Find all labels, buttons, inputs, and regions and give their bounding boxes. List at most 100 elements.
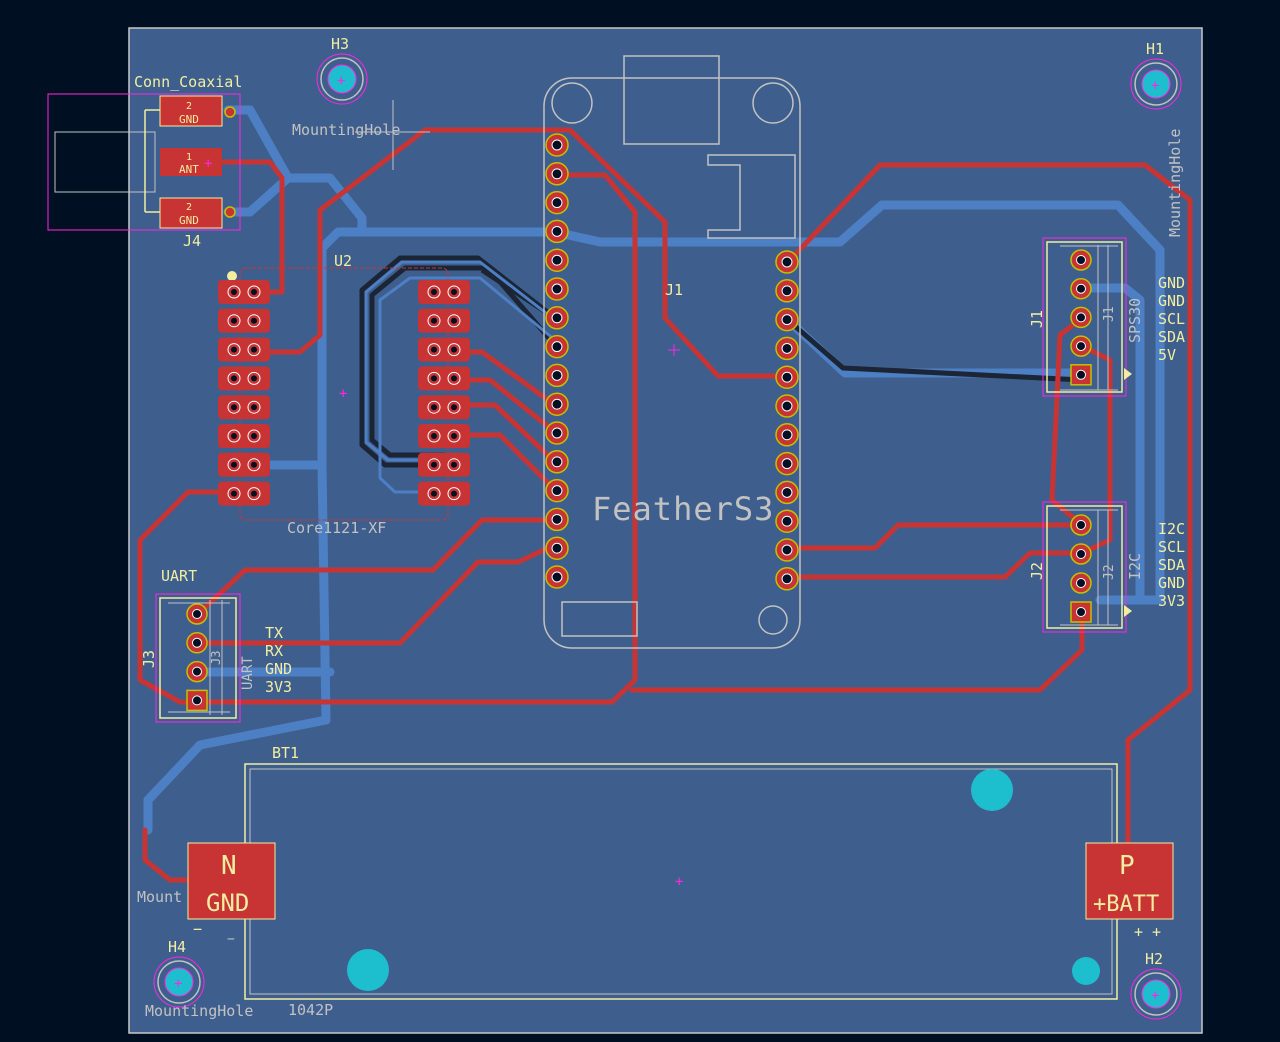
feather-left-pin[interactable] <box>545 219 569 244</box>
trace-scl <box>785 522 1085 551</box>
feather-left-pin[interactable] <box>545 306 569 330</box>
sps30-pin[interactable] <box>1070 306 1092 329</box>
mounting-hole-h1[interactable]: + H1 MountingHole <box>1130 40 1184 237</box>
u2-pad-left[interactable] <box>218 366 270 391</box>
feather-right-pin[interactable] <box>775 307 799 332</box>
feather-left-pin[interactable] <box>545 478 569 503</box>
feather-left-pin[interactable] <box>545 450 569 474</box>
uart-silk-body <box>159 597 237 719</box>
u2-pad-left[interactable] <box>218 308 270 333</box>
mounting-hole-h2[interactable]: + H2 <box>1130 950 1182 1020</box>
u2-pad-right[interactable] <box>418 280 470 304</box>
feather-left-pin[interactable] <box>545 334 569 359</box>
i2c-pin[interactable] <box>1070 514 1092 536</box>
feather-right-pin[interactable] <box>775 394 799 418</box>
trace-gnd-sps30-2 <box>1077 283 1145 605</box>
feather-left-pin[interactable] <box>545 421 569 445</box>
u2-pad-left[interactable] <box>218 280 270 304</box>
feather-left-pin[interactable] <box>545 248 569 272</box>
feather-left-pin[interactable] <box>545 363 569 388</box>
bt1-ref: BT1 <box>272 744 299 762</box>
uart-pin[interactable] <box>186 689 208 712</box>
bt1-hole-top-right <box>971 769 1013 811</box>
feather-right-pin[interactable] <box>775 538 799 562</box>
feather-right-pin[interactable] <box>775 567 799 591</box>
feather-left-pin[interactable] <box>545 133 569 157</box>
h4-plus-icon: + <box>174 976 182 992</box>
u2-pad-right[interactable] <box>418 337 470 362</box>
feather-left-pin[interactable] <box>545 277 569 301</box>
sps30-connector-j1[interactable]: J1 SPS30 J1 GND GND SCL SDA 5V <box>1028 237 1185 397</box>
mounting-hole-h3[interactable]: + H3 MountingHole <box>292 35 400 139</box>
j4-pad-gnd-top[interactable]: 2 GND <box>159 95 223 127</box>
u2-pad-right[interactable] <box>418 452 470 477</box>
sps30-pin[interactable] <box>1070 277 1092 300</box>
i2c-pin-label-5: 3V3 <box>1158 592 1185 610</box>
feather-right-pin[interactable] <box>775 451 799 476</box>
feather-right-pin[interactable] <box>775 509 799 533</box>
bt1-neg-pad[interactable]: N GND <box>187 842 276 920</box>
uart-pin[interactable] <box>186 660 208 683</box>
uart-pin[interactable] <box>186 632 208 654</box>
bt1-pos-pad[interactable]: P +BATT <box>1085 842 1174 920</box>
mounting-hole-h4[interactable]: + H4 MountingHole <box>145 938 253 1020</box>
feather-right-pin[interactable] <box>775 480 799 505</box>
u2-pad-right[interactable] <box>418 424 470 448</box>
feather-left-pin[interactable] <box>545 190 569 215</box>
i2c-pin-label-4: GND <box>1158 574 1185 592</box>
sps30-pin-label-4: SDA <box>1158 328 1185 346</box>
u2-pad-right[interactable] <box>418 366 470 391</box>
u2-pad-left[interactable] <box>218 481 270 506</box>
u2-pad-left[interactable] <box>218 452 270 477</box>
i2c-pin[interactable] <box>1070 543 1092 565</box>
feather-right-pin[interactable] <box>775 365 799 389</box>
feather-right-pin[interactable] <box>775 250 799 274</box>
uart-connector-j3[interactable]: UART J3 UART J3 TX RX GND 3V3 <box>140 567 292 723</box>
trace-vcc <box>137 172 638 705</box>
bt1-hole-bottom-left <box>347 949 389 991</box>
bt1-neg-mark: − <box>193 920 202 938</box>
u2-pad-left[interactable] <box>218 395 270 420</box>
feather-left-pin[interactable] <box>545 507 569 532</box>
u2-right-pads <box>418 280 470 506</box>
trace-gnd-vert <box>317 460 331 725</box>
uart-pin-label-1: TX <box>265 624 283 642</box>
feather-left-pin[interactable] <box>545 536 569 560</box>
feather-right-pin[interactable] <box>775 336 799 361</box>
u2-pad-right[interactable] <box>418 308 470 333</box>
sps30-pin[interactable] <box>1070 364 1092 386</box>
u2-pad-left[interactable] <box>218 337 270 362</box>
j4-pad-ant[interactable]: 1 ANT + <box>160 148 222 176</box>
sps30-courtyard <box>1042 237 1127 397</box>
coax-connector-j4[interactable]: 2 GND 1 ANT + 2 GND Conn_Coaxial J4 <box>47 73 242 250</box>
i2c-connector-j2[interactable]: J2 I2C J2 I2C SCL SDA GND 3V3 <box>1028 501 1185 633</box>
feather-left-pin[interactable] <box>545 565 569 589</box>
i2c-fab-ref: J2 <box>1102 564 1117 580</box>
j4-pad-gnd-bottom[interactable]: 2 GND <box>159 197 223 229</box>
j4-silk-outline <box>144 109 160 213</box>
feather-left-pin[interactable] <box>545 392 569 416</box>
uart-pin[interactable] <box>186 603 208 625</box>
feather-ref-label: J1 <box>665 281 683 299</box>
radio-module-u2[interactable]: U2 Core1121-XF + <box>218 252 470 537</box>
sps30-pin[interactable] <box>1070 335 1092 357</box>
feather-left-pin[interactable] <box>545 162 569 186</box>
feather-right-pin[interactable] <box>775 279 799 303</box>
j4-ant-anchor-icon: + <box>204 156 212 172</box>
i2c-silk-body <box>1046 505 1123 629</box>
h3-plus-icon: + <box>337 73 345 89</box>
sps30-pin1-arrow-icon <box>1124 368 1132 380</box>
i2c-pin[interactable] <box>1070 572 1092 594</box>
u2-pad-right[interactable] <box>418 395 470 420</box>
sps30-pin[interactable] <box>1070 249 1092 271</box>
i2c-pin[interactable] <box>1070 601 1092 623</box>
uart-value: UART <box>161 567 197 585</box>
battery-holder-bt1[interactable]: + BT1 1042P Mount N GND − − P +BATT + + <box>137 744 1174 1019</box>
feather-left-header <box>545 133 569 589</box>
i2c-courtyard <box>1042 501 1127 633</box>
u2-pad-right[interactable] <box>418 481 470 506</box>
svg-text:ANT: ANT <box>179 163 199 176</box>
feather-right-pin[interactable] <box>775 423 799 447</box>
u2-pad-left[interactable] <box>218 424 270 448</box>
